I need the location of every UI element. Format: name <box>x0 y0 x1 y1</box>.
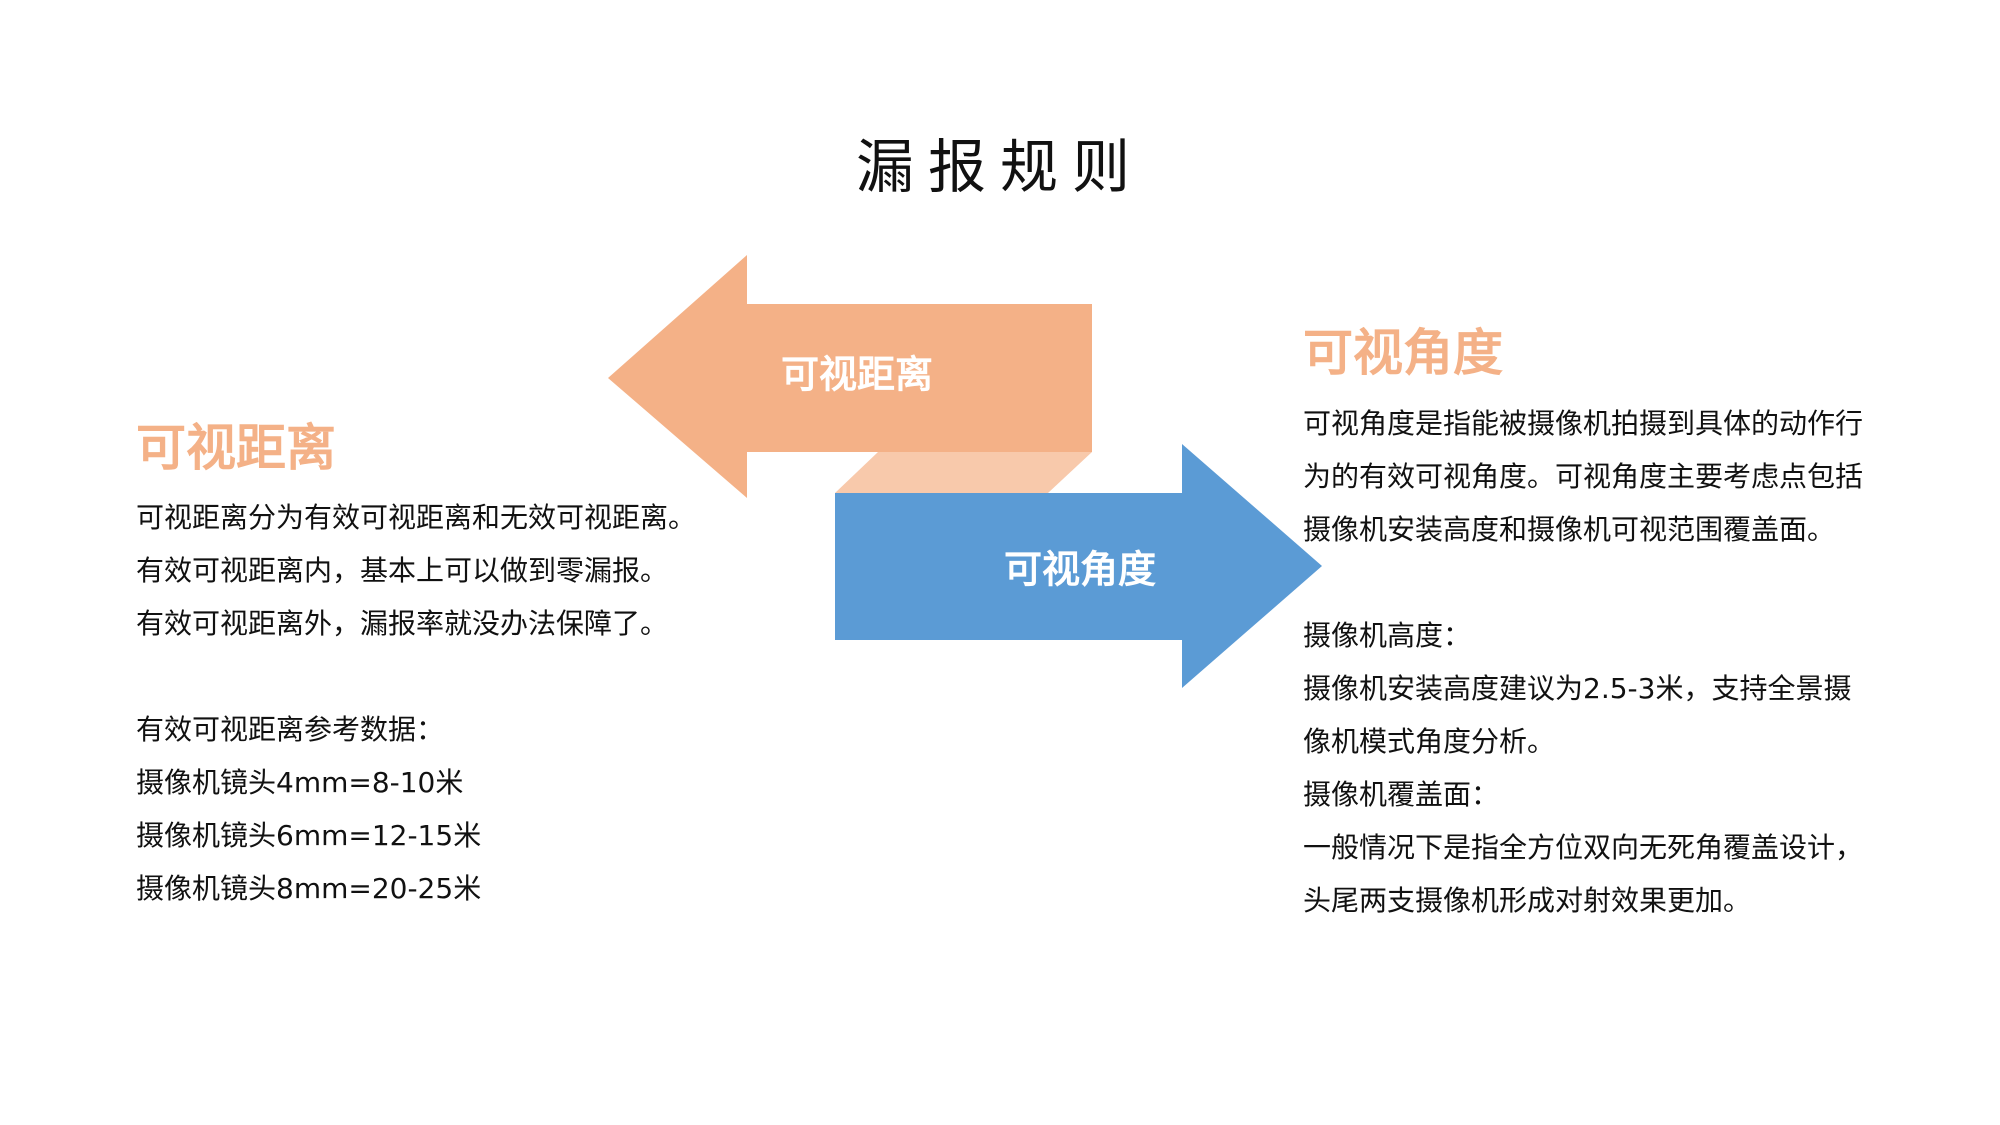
left-arrow-label: 可视距离 <box>781 353 933 397</box>
page-title: 漏报规则 <box>855 132 1144 201</box>
text-line: 摄像机安装高度和摄像机可视范围覆盖面。 <box>1303 513 1836 546</box>
left-arrow <box>608 255 1092 498</box>
left-section-heading: 可视距离 <box>136 419 336 477</box>
text-line: 像机模式角度分析。 <box>1303 725 1556 758</box>
text-line: 摄像机覆盖面： <box>1303 778 1500 811</box>
text-line: 头尾两支摄像机形成对射效果更加。 <box>1303 884 1752 917</box>
right-arrow <box>835 444 1322 688</box>
paragraph-gap <box>1303 556 1903 609</box>
right-arrow-label: 可视角度 <box>1004 548 1156 592</box>
text-line: 摄像机高度： <box>1303 619 1472 652</box>
text-line: 有效可视距离参考数据： <box>136 713 445 746</box>
text-line: 有效可视距离内，基本上可以做到零漏报。 <box>136 554 669 587</box>
right-section-body: 可视角度是指能被摄像机拍摄到具体的动作行 为的有效可视角度。可视角度主要考虑点包… <box>1303 397 1903 927</box>
text-line: 为的有效可视角度。可视角度主要考虑点包括 <box>1303 460 1864 493</box>
text-line: 可视距离分为有效可视距离和无效可视距离。 <box>136 501 697 534</box>
text-line: 摄像机镜头8mm=20-25米 <box>136 872 482 905</box>
text-line: 可视角度是指能被摄像机拍摄到具体的动作行 <box>1303 407 1864 440</box>
arrow-connector <box>835 452 1092 493</box>
right-section-heading: 可视角度 <box>1303 324 1503 382</box>
text-line: 一般情况下是指全方位双向无死角覆盖设计， <box>1303 831 1864 864</box>
left-section-body: 可视距离分为有效可视距离和无效可视距离。 有效可视距离内，基本上可以做到零漏报。… <box>136 491 756 915</box>
text-line: 有效可视距离外，漏报率就没办法保障了。 <box>136 607 669 640</box>
text-line: 摄像机镜头6mm=12-15米 <box>136 819 482 852</box>
text-line: 摄像机安装高度建议为2.5-3米，支持全景摄 <box>1303 672 1852 705</box>
paragraph-gap <box>136 650 756 703</box>
text-line: 摄像机镜头4mm=8-10米 <box>136 766 464 799</box>
